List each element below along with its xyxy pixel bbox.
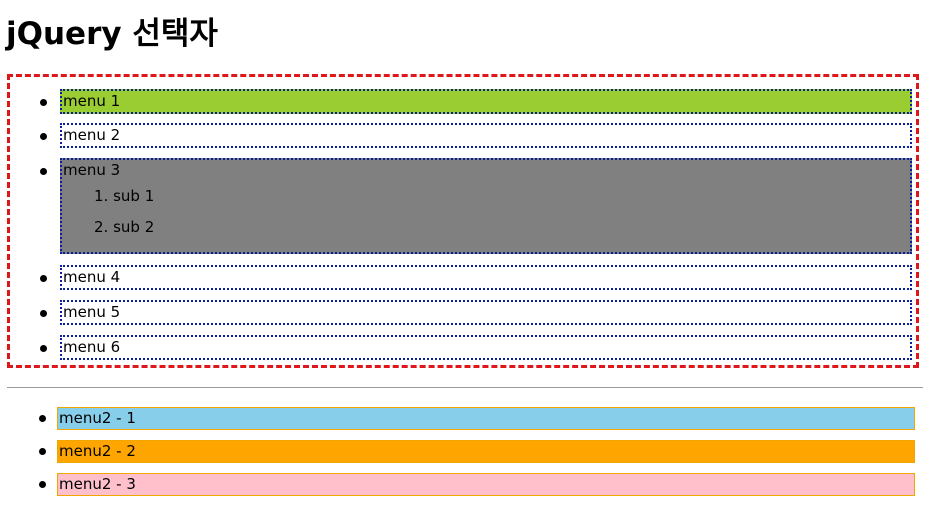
menu-item-label: menu 2 <box>63 126 121 144</box>
menu-item-2[interactable]: menu 2 <box>40 123 912 148</box>
menu-item-label: menu 1 <box>63 92 121 110</box>
bullet-icon <box>40 275 47 282</box>
submenu-item-label: sub 2 <box>113 218 155 236</box>
submenu-list: 1. sub 1 2. sub 2 <box>62 181 910 243</box>
menu-item-label: menu 6 <box>63 338 121 356</box>
bullet-icon <box>40 168 47 175</box>
bullet-icon <box>40 133 47 140</box>
menu2-item-label: menu2 - 3 <box>59 475 136 493</box>
menu2-item-1[interactable]: menu2 - 1 <box>39 407 915 430</box>
bullet-icon <box>39 481 46 488</box>
bullet-icon <box>39 448 46 455</box>
submenu-item-1[interactable]: 1. sub 1 <box>94 187 155 205</box>
bullet-icon <box>40 345 47 352</box>
menu2-item-2[interactable]: menu2 - 2 <box>39 440 915 463</box>
submenu-item-2[interactable]: 2. sub 2 <box>94 218 155 236</box>
bullet-icon <box>39 415 46 422</box>
menu-item-5[interactable]: menu 5 <box>40 300 912 325</box>
menu-item-label: menu 3 <box>63 161 121 179</box>
menu-item-label: menu 5 <box>63 303 121 321</box>
menu-item-label: menu 4 <box>63 268 121 286</box>
page-title: jQuery 선택자 <box>6 16 218 52</box>
bullet-icon <box>40 310 47 317</box>
menu2-item-3[interactable]: menu2 - 3 <box>39 473 915 496</box>
menu2-item-label: menu2 - 1 <box>59 409 136 427</box>
menu2-item-label: menu2 - 2 <box>59 442 136 460</box>
menu-item-1[interactable]: menu 1 <box>40 89 912 114</box>
menu-item-4[interactable]: menu 4 <box>40 265 912 290</box>
menu-item-3[interactable]: menu 3 1. sub 1 2. sub 2 <box>40 158 912 254</box>
separator <box>7 387 923 388</box>
bullet-icon <box>40 99 47 106</box>
submenu-item-label: sub 1 <box>113 187 155 205</box>
menu-item-6[interactable]: menu 6 <box>40 335 912 360</box>
menu-container <box>7 74 919 368</box>
